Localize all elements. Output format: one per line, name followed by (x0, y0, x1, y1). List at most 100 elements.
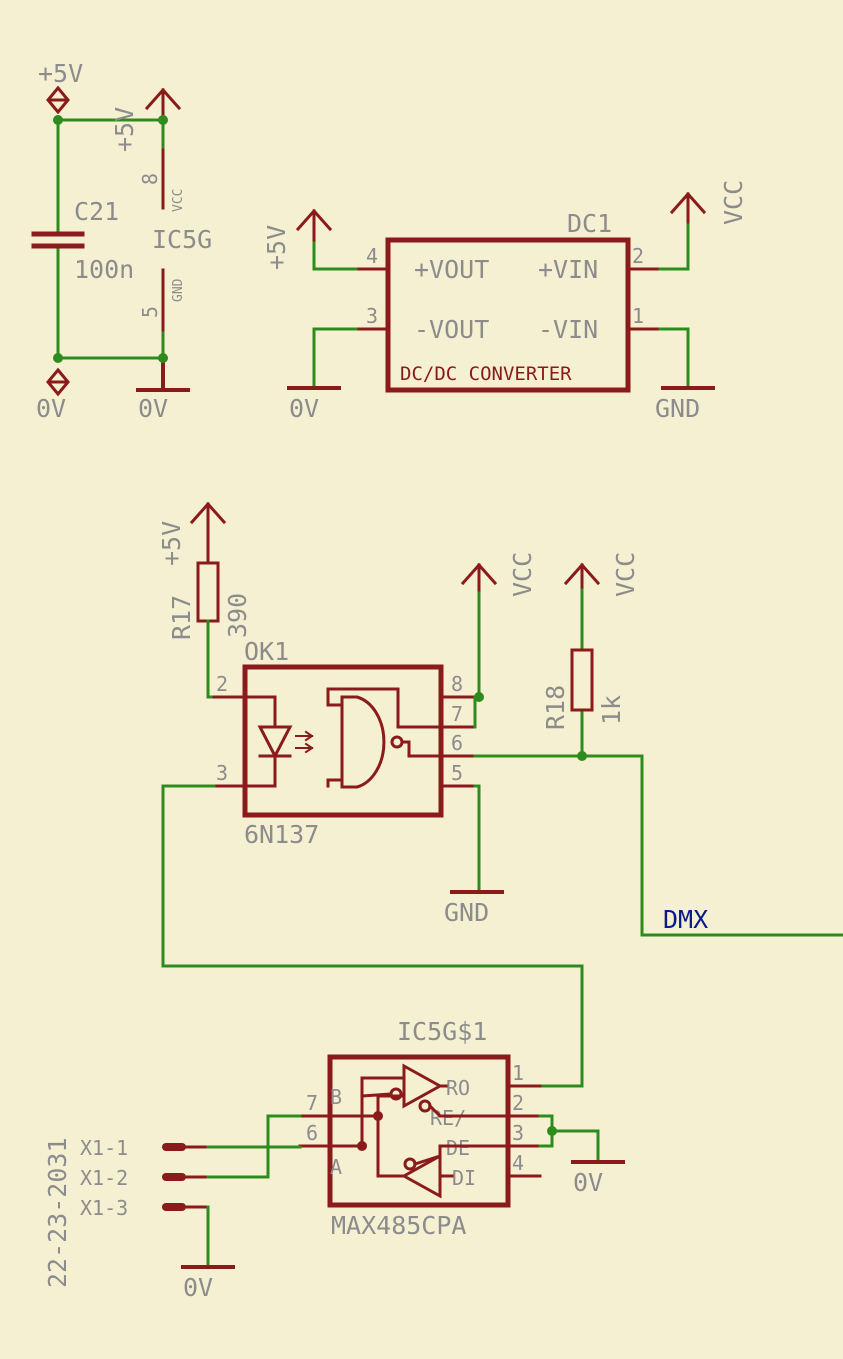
max485-pin-1-num: 1 (512, 1061, 524, 1085)
r17-supply-arrow-icon (189, 501, 227, 564)
max485-pin-4-num: 4 (512, 1151, 524, 1175)
ok1-pin-8-num: 8 (451, 672, 463, 696)
connector-pin-3-label: X1-3 (80, 1196, 128, 1220)
zero-v-flag-label: 0V (36, 394, 66, 423)
max485-name: IC5G$1 (397, 1017, 487, 1046)
dcdc-pin-1-name: -VIN (538, 315, 598, 344)
connector-ground-label: 0V (183, 1273, 213, 1302)
max485-box (327, 1054, 511, 1208)
ok1-gate-wiring (326, 687, 443, 788)
dcdc-section: DC1 DC/DC CONVERTER 4 3 2 1 +VOUT -VOUT … (262, 180, 748, 423)
junction-dot (577, 751, 587, 761)
dcdc-plus5v-arrow-icon (295, 208, 333, 242)
junction-dot (158, 115, 168, 125)
ok1-vcc-label: VCC (508, 552, 537, 597)
capacitor-c21-icon (31, 231, 85, 249)
max485-internal-wiring (328, 1076, 510, 1178)
dcdc-pin-2-num: 2 (632, 244, 644, 268)
ok1-part: 6N137 (244, 820, 319, 849)
dcdc-vcc-arrow-icon (669, 191, 707, 224)
ic-gnd-pin-name: GND (171, 278, 186, 302)
cap-name: C21 (74, 197, 119, 226)
ok1-internal-wiring (243, 695, 277, 788)
dcdc-pin-1-num: 1 (632, 304, 644, 328)
r17-value: 390 (223, 593, 252, 638)
max485-pin-7-name: B (330, 1085, 342, 1109)
dcdc-pin-4-name: +VOUT (414, 255, 489, 284)
internal-junction-dot (357, 1141, 367, 1151)
vcc-arrow-ok1-icon (460, 562, 498, 592)
junction-dot (158, 353, 168, 363)
max485-pin-7-num: 7 (306, 1091, 318, 1115)
ok1-pin-7-num: 7 (451, 702, 463, 726)
dcdc-pin-3-name: -VOUT (414, 315, 489, 344)
max485-pin-1-name: RO (446, 1076, 470, 1100)
ok1-gnd-label: GND (444, 898, 489, 927)
ok1-pin-5-num: 5 (451, 761, 463, 785)
r17-name: R17 (167, 595, 196, 640)
ok1-name: OK1 (244, 637, 289, 666)
dcdc-pin-3-num: 3 (366, 304, 378, 328)
plus5v-arrow-label: +5V (110, 107, 139, 152)
dcdc-wire-out-neg (312, 327, 358, 390)
dcdc-wire-out-pos (312, 236, 358, 271)
ok1-pin-2-num: 2 (216, 672, 228, 696)
dcdc-plus5v-label: +5V (262, 225, 291, 270)
vcc-arrow-r18-icon (563, 562, 601, 592)
plus5v-flag-label: +5V (38, 59, 83, 88)
ok1-pin-6-num: 6 (451, 731, 463, 755)
max485-pin-6-name: A (330, 1155, 342, 1179)
resistor-r18-icon (570, 648, 594, 712)
junction-dot (474, 692, 484, 702)
dcdc-wire-in-neg (658, 327, 690, 390)
dcdc-box (385, 237, 631, 393)
max485-pin-3-num: 3 (512, 1121, 524, 1145)
dcdc-pin-2-name: +VIN (538, 255, 598, 284)
connector-pin-2-label: X1-2 (80, 1166, 128, 1190)
internal-junction-dot (373, 1111, 383, 1121)
dcdc-pin-4-num: 4 (366, 244, 378, 268)
resistor-r17-icon (196, 561, 220, 623)
ok1-wire-vcc (473, 583, 481, 729)
connector-wire-b (206, 1114, 302, 1179)
connector-pin-1-label: X1-1 (80, 1136, 128, 1160)
zero-v-flag-icon (46, 367, 70, 397)
junction-dot (53, 353, 63, 363)
dcdc-gnd-label: GND (655, 394, 700, 423)
ok1-wire-gnd (473, 784, 481, 892)
r18-vcc-label: VCC (611, 552, 640, 597)
ok1-pin-3-num: 3 (216, 761, 228, 785)
led-icon (257, 725, 293, 760)
dmx-net-label: DMX (663, 905, 708, 934)
optocoupler-section: +5V R17 390 OK1 6N137 2 3 8 7 6 5 VCC (157, 501, 843, 1088)
r17-supply-label: +5V (157, 521, 186, 566)
ic-name: IC5G (152, 225, 212, 254)
ic-vcc-pin-num: 8 (138, 173, 162, 185)
junction-dot (547, 1126, 557, 1136)
r17-wire (206, 619, 216, 699)
dcdc-name: DC1 (567, 209, 612, 238)
ground-0v-icon (136, 356, 190, 392)
ic-vcc-pin-name: VCC (171, 189, 186, 212)
nand-gate-icon (340, 695, 386, 789)
light-emission-icon (295, 730, 314, 754)
r18-value: 1k (597, 695, 626, 725)
transceiver-section: IC5G$1 MAX485CPA 1 2 3 4 RO RE/ DE DI 7 … (298, 1017, 625, 1240)
ok1-box (242, 664, 444, 818)
cap-value: 100n (74, 255, 134, 284)
ok1-pin3-to-ro-wire (161, 784, 584, 1088)
ok1-wire-out (473, 754, 843, 937)
max485-part: MAX485CPA (331, 1211, 466, 1240)
max485-wire-re-de (538, 1114, 600, 1162)
dcdc-type-label: DC/DC CONVERTER (400, 363, 572, 385)
max485-pin-3-name: DE (446, 1136, 470, 1160)
dcdc-wire-in-pos (658, 216, 690, 271)
connector-part: 22-23-2031 (43, 1137, 72, 1288)
connector-pin-leads (180, 1145, 210, 1209)
connector-section: 22-23-2031 X1-1 X1-2 X1-3 0V (43, 1114, 302, 1302)
dcdc-vcc-label: VCC (719, 180, 748, 225)
dcdc-0v-label: 0V (289, 394, 319, 423)
max485-ground-label: 0V (573, 1168, 603, 1197)
max485-pin-6-num: 6 (306, 1121, 318, 1145)
